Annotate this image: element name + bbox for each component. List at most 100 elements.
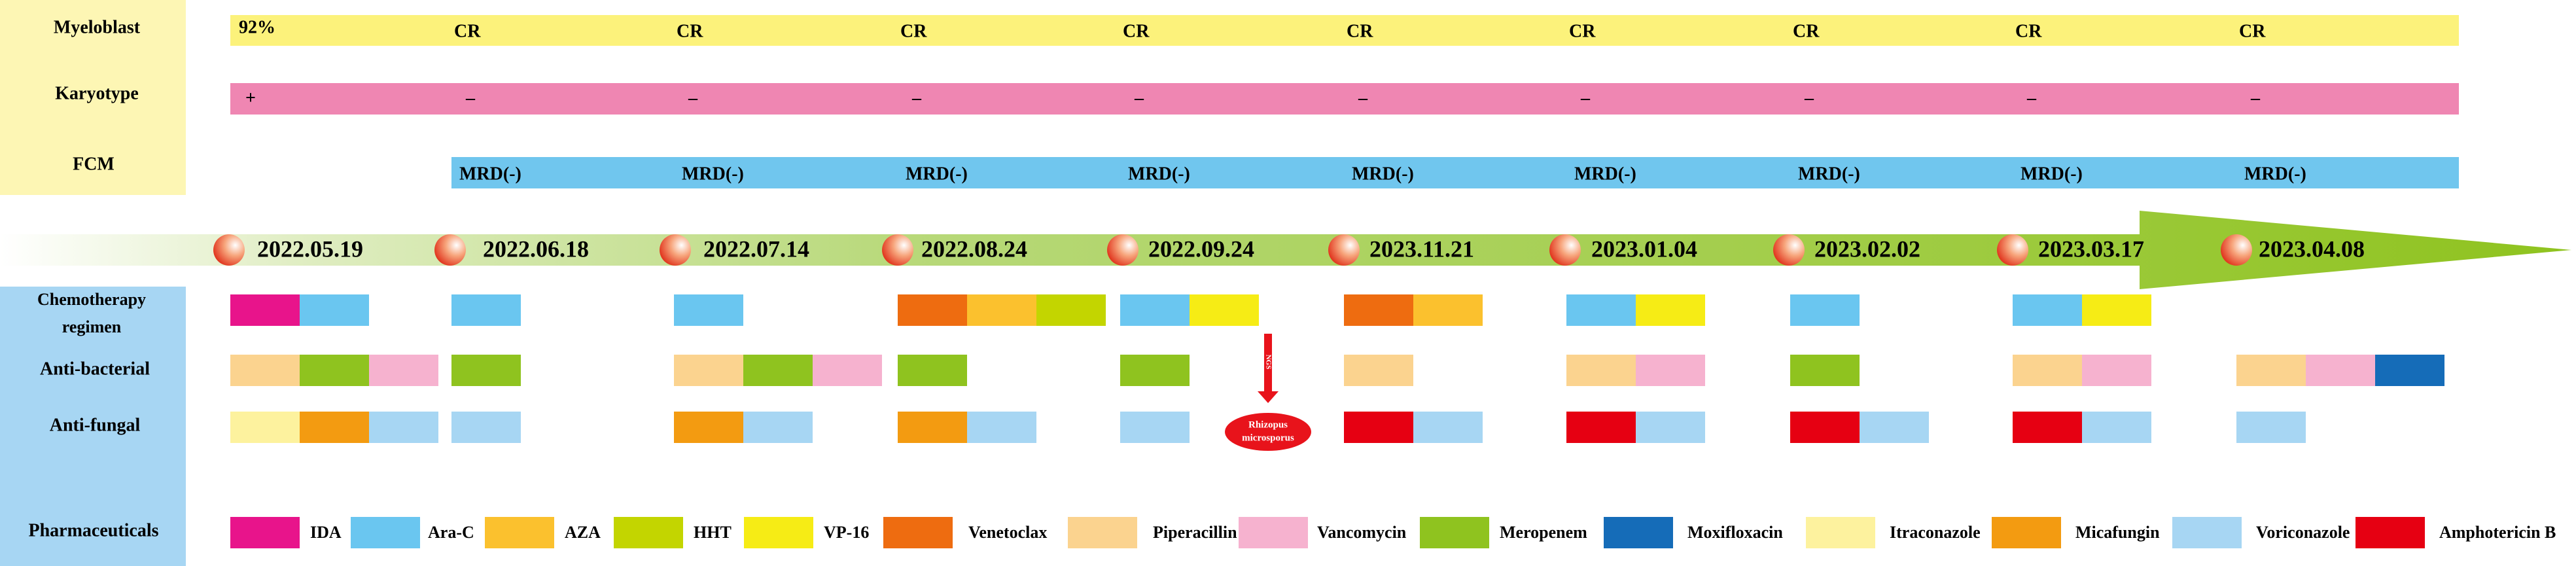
chemo-row-label-line2: regimen [62, 317, 122, 336]
antifungal-row-label: Anti-fungal [50, 415, 141, 435]
antifungal-block [2236, 412, 2306, 443]
legend-label: Voriconazole [2256, 523, 2350, 542]
chemo-block [1190, 294, 1259, 326]
fcm-bar [451, 157, 2459, 188]
legend-label: Amphotericin B [2439, 523, 2556, 542]
legend-label: HHT [694, 523, 732, 542]
chemo-block [1344, 294, 1413, 326]
legend-swatch [230, 517, 300, 548]
timepoint-date: 2022.06.18 [483, 236, 589, 262]
legend-swatch [1604, 517, 1673, 548]
antibacterial-block [2082, 355, 2151, 386]
legend-swatch [351, 517, 420, 548]
chemo-row-label-line1: Chemotherapy [37, 290, 146, 309]
event-arrow-shaft [1264, 334, 1272, 393]
legend-swatch [614, 517, 683, 548]
legend-label: Micafungin [2075, 523, 2160, 542]
legend-swatch [1239, 517, 1308, 548]
chemo-block [1636, 294, 1705, 326]
timepoint-date: 2023.04.08 [2259, 236, 2365, 262]
legend-label: Vancomycin [1317, 523, 1407, 542]
legend-swatch [744, 517, 813, 548]
timepoint-marker [2221, 234, 2252, 266]
legend-label: Venetoclax [968, 523, 1047, 542]
fcm-value: MRD(-) [1352, 164, 1414, 184]
antibacterial-block [300, 355, 369, 386]
karyotype-bar [230, 83, 2459, 115]
timepoint-marker [882, 234, 913, 266]
fcm-value: MRD(-) [2244, 164, 2306, 184]
legend-swatch [485, 517, 554, 548]
legend-swatch [1068, 517, 1137, 548]
antifungal-block [898, 412, 967, 443]
pathogen-ellipse [1225, 413, 1311, 451]
fcm-row-label: FCM [73, 154, 115, 174]
myeloblast-value: CR [677, 21, 703, 41]
myeloblast-value: CR [1569, 21, 1596, 41]
fcm-value: MRD(-) [682, 164, 744, 184]
chemo-block [1413, 294, 1483, 326]
pathogen-label: Rhizopus [1248, 419, 1288, 430]
fcm-value: MRD(-) [1798, 164, 1860, 184]
antifungal-block [230, 412, 300, 443]
legend-label: AZA [565, 523, 601, 542]
chemo-block [2082, 294, 2151, 326]
antifungal-block [967, 412, 1036, 443]
chemo-block [1566, 294, 1636, 326]
legend-label: Meropenem [1500, 523, 1587, 542]
myeloblast-value: 92% [239, 17, 275, 37]
label-column-upper [0, 0, 186, 195]
antibacterial-block [230, 355, 300, 386]
legend-swatch [2172, 517, 2242, 548]
myeloblast-row-label: Myeloblast [54, 17, 141, 37]
event-arrow-label: NGS [1264, 355, 1272, 370]
legend-label: VP-16 [824, 523, 869, 542]
antibacterial-block [2306, 355, 2375, 386]
timepoint-marker [660, 234, 691, 266]
legend-swatch [1420, 517, 1489, 548]
myeloblast-value: CR [2239, 21, 2266, 41]
antibacterial-block [813, 355, 882, 386]
antibacterial-block [451, 355, 521, 386]
antifungal-block [2082, 412, 2151, 443]
antibacterial-block [1120, 355, 1190, 386]
legend-swatch [1992, 517, 2061, 548]
fcm-value: MRD(-) [459, 164, 521, 184]
legend-label: IDA [310, 523, 342, 542]
antibacterial-block [1344, 355, 1413, 386]
karyotype-value: + [245, 88, 256, 108]
antibacterial-block [2236, 355, 2306, 386]
legend-swatch [2355, 517, 2425, 548]
antibacterial-block [1790, 355, 1860, 386]
event-arrow-head [1258, 391, 1279, 403]
timepoint-marker [1107, 234, 1138, 266]
chemo-block [1036, 294, 1106, 326]
antifungal-block [743, 412, 813, 443]
antibacterial-block [2375, 355, 2444, 386]
pathogen-label: microsporus [1242, 433, 1294, 443]
chemo-block [674, 294, 743, 326]
timepoint-date: 2023.02.02 [1814, 236, 1920, 262]
timepoint-marker [1549, 234, 1581, 266]
fcm-value: MRD(-) [1574, 164, 1636, 184]
karyotype-value: – [465, 88, 476, 108]
myeloblast-value: CR [900, 21, 927, 41]
antifungal-block [674, 412, 743, 443]
legend-label: Piperacillin [1153, 523, 1237, 542]
myeloblast-value: CR [1793, 21, 1820, 41]
antibacterial-block [898, 355, 967, 386]
karyotype-value: – [2026, 88, 2037, 108]
legend-title: Pharmaceuticals [28, 520, 158, 540]
karyotype-value: – [1580, 88, 1591, 108]
timepoint-date: 2022.08.24 [921, 236, 1027, 262]
timepoint-date: 2022.05.19 [257, 236, 363, 262]
legend-swatch [883, 517, 953, 548]
karyotype-value: – [1134, 88, 1144, 108]
chemo-block [898, 294, 967, 326]
chemo-block [300, 294, 369, 326]
chemo-block [451, 294, 521, 326]
antifungal-block [451, 412, 521, 443]
timepoint-date: 2022.07.14 [703, 236, 809, 262]
